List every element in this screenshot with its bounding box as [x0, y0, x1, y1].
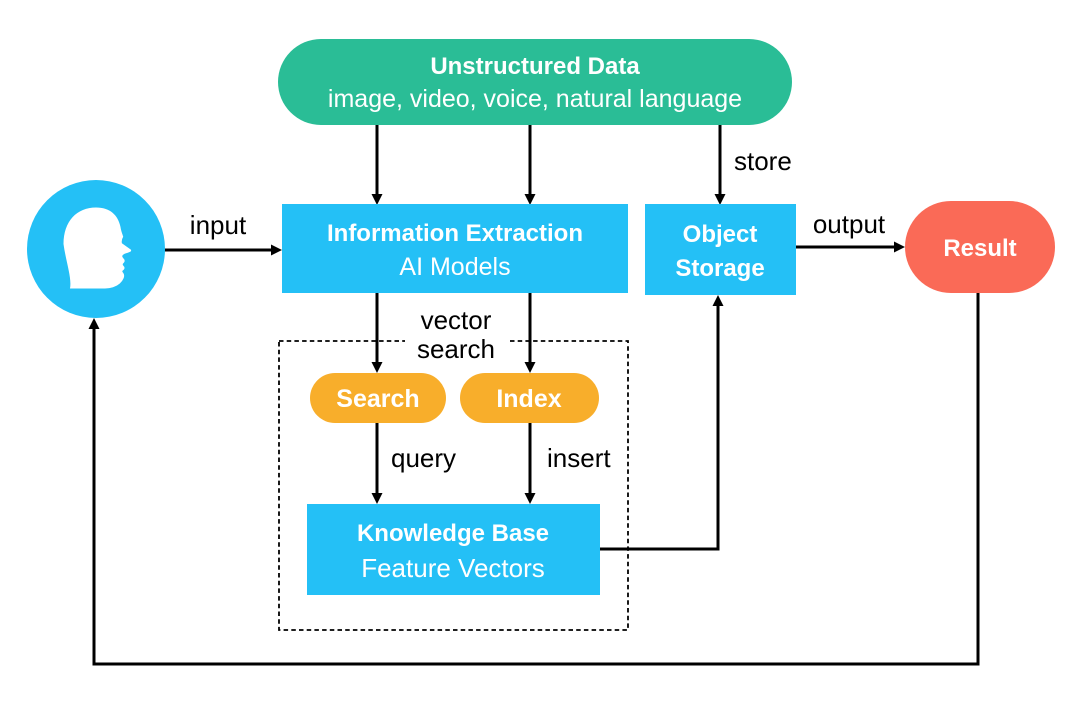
svg-text:search: search [417, 334, 495, 364]
svg-text:Knowledge Base: Knowledge Base [357, 520, 549, 547]
svg-text:Storage: Storage [675, 255, 764, 282]
svg-text:Information Extraction: Information Extraction [327, 220, 583, 247]
svg-text:Search: Search [336, 385, 419, 413]
svg-text:vector: vector [421, 305, 492, 335]
svg-text:output: output [813, 209, 886, 239]
svg-text:Index: Index [496, 385, 561, 413]
svg-text:Unstructured Data: Unstructured Data [430, 53, 640, 80]
svg-text:image, video, voice, natural l: image, video, voice, natural language [328, 85, 742, 113]
svg-text:store: store [734, 146, 792, 176]
svg-text:Object: Object [683, 221, 758, 248]
svg-text:query: query [391, 443, 456, 473]
svg-text:input: input [190, 210, 247, 240]
svg-text:Feature Vectors: Feature Vectors [361, 553, 545, 583]
svg-text:Result: Result [943, 235, 1016, 262]
svg-text:AI Models: AI Models [399, 253, 510, 281]
svg-text:insert: insert [547, 443, 611, 473]
